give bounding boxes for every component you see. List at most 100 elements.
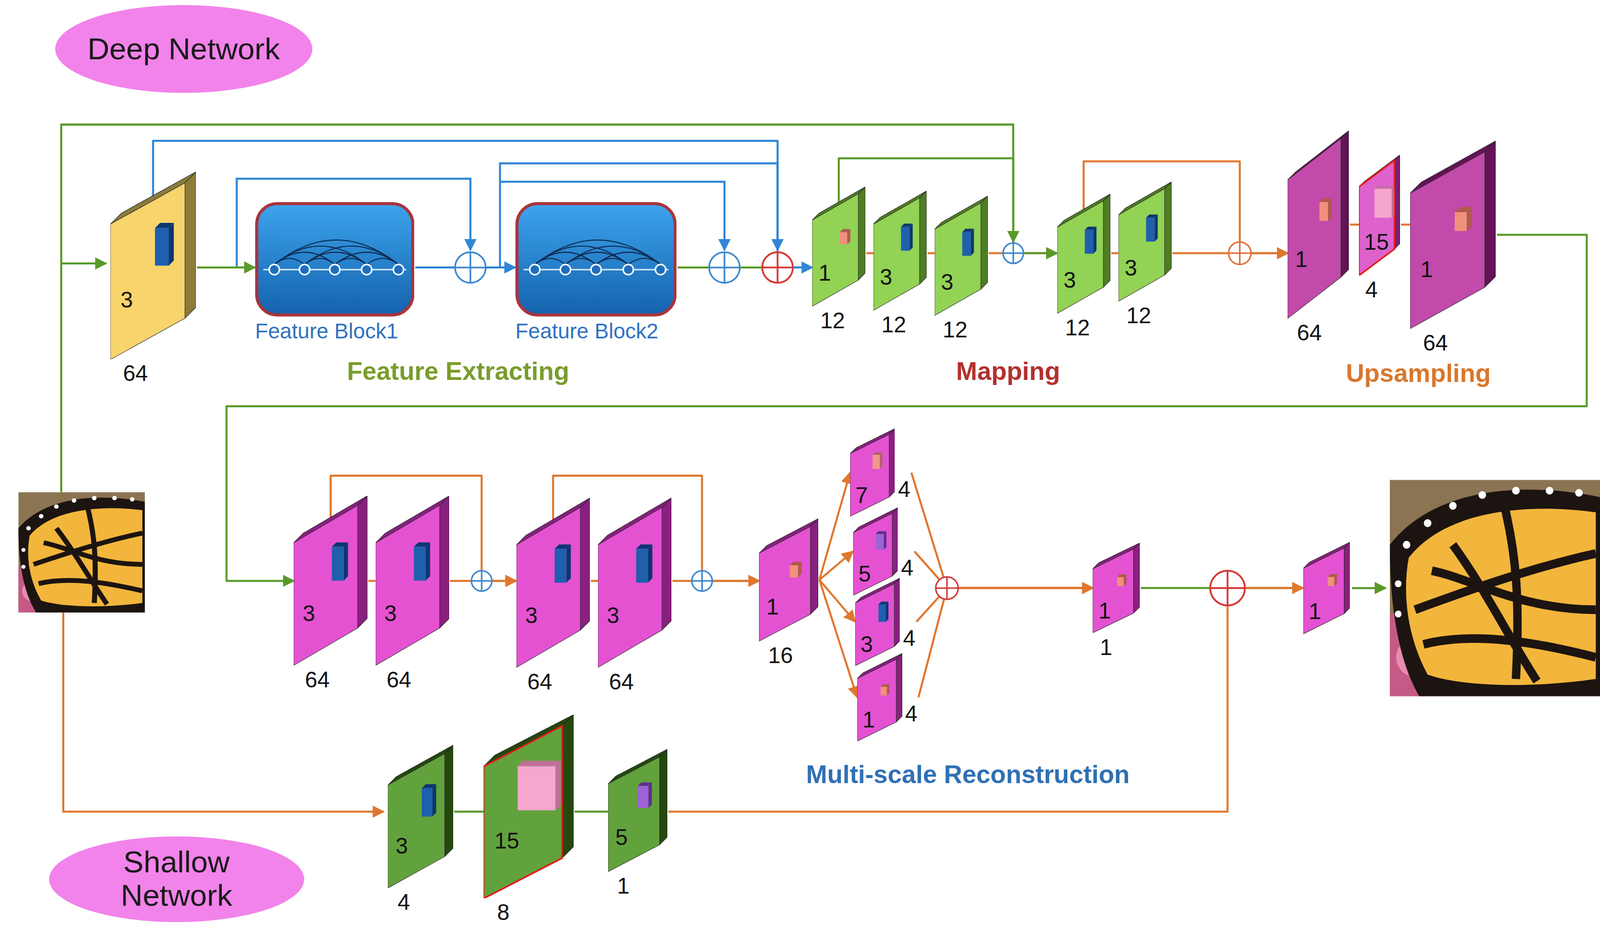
conv-layer	[293, 495, 368, 666]
conv-layer-node: 312	[873, 190, 928, 338]
conv-layer-node: 364	[597, 497, 673, 695]
connector-arrow	[574, 810, 609, 813]
kernel-side	[879, 452, 883, 469]
kernel-side	[1391, 186, 1395, 218]
kernel-side	[648, 782, 653, 809]
conv-layer	[812, 186, 866, 307]
layer-side	[562, 714, 574, 858]
connector-arrow	[1349, 223, 1359, 226]
layer-front	[1410, 151, 1485, 329]
sum-symbol	[1210, 570, 1246, 606]
kernel-side	[1154, 214, 1158, 242]
conv-layer-node: 164	[1287, 130, 1350, 346]
connector-arrow	[590, 579, 598, 582]
layer-front	[1358, 160, 1395, 276]
layer-side	[858, 186, 866, 280]
channel-count: 64	[304, 667, 330, 692]
layer-side	[894, 577, 901, 647]
conv-layer	[1287, 130, 1349, 319]
conv-layer	[934, 195, 988, 316]
channel-count: 4	[903, 625, 916, 651]
conv-layer	[758, 518, 819, 642]
output-image	[1389, 479, 1600, 696]
connector-arrow	[454, 810, 485, 813]
channel-count: 64	[123, 361, 148, 386]
block-unit	[268, 264, 279, 275]
block-unit	[361, 264, 372, 275]
channel-count: 4	[397, 889, 410, 914]
layer-front	[812, 193, 859, 306]
connector-arrow	[368, 579, 376, 582]
channel-count: 64	[1423, 330, 1449, 355]
layer-front	[934, 203, 981, 316]
feature-block: Feature Block1	[255, 202, 416, 344]
layer-front	[110, 182, 185, 360]
sum-symbol	[1003, 243, 1024, 264]
section-label: Multi-scale Reconstruction	[806, 760, 1130, 790]
kernel-size: 1	[1420, 257, 1433, 282]
block-unit	[299, 264, 310, 275]
conv-layer-node: 312	[1118, 181, 1173, 329]
kernel-size: 7	[855, 483, 868, 508]
kernel-side	[970, 228, 974, 256]
kernel-top	[1374, 186, 1395, 189]
channel-count: 4	[901, 555, 914, 580]
dense-arc	[334, 252, 399, 265]
conv-layer	[387, 744, 454, 888]
kernel-size: 15	[494, 828, 520, 853]
layer-side	[357, 495, 368, 628]
kernel-front	[875, 533, 884, 550]
channel-count: 4	[905, 701, 918, 726]
network-title: Deep Network	[87, 32, 280, 66]
conv-layer-node: 364	[516, 497, 591, 695]
ellipse-text-area: Deep Network	[54, 4, 314, 94]
kernel-front	[1374, 188, 1392, 218]
kernel-side	[798, 561, 803, 578]
kernel-side	[1124, 574, 1128, 586]
kernel-size: 3	[384, 601, 397, 626]
layer-side	[184, 171, 196, 318]
kernel-top	[517, 760, 562, 767]
kernel-front	[1084, 229, 1094, 254]
conv-layer	[1410, 140, 1496, 329]
kernel-size: 3	[302, 601, 315, 626]
layer-side	[1341, 130, 1350, 277]
layer-front	[1118, 188, 1165, 301]
dense-arc	[628, 258, 661, 265]
layer-side	[980, 195, 988, 290]
connector-arrow	[819, 579, 856, 622]
block-unit	[529, 264, 540, 275]
layer-front	[873, 197, 920, 310]
block-name: Feature Block2	[515, 319, 659, 343]
kernel-front	[635, 548, 648, 583]
conv-layer-node: 116	[758, 518, 820, 669]
kernel-side	[886, 683, 890, 696]
block-unit	[590, 264, 602, 275]
connector-arrow	[911, 472, 1093, 588]
kernel-front	[554, 548, 567, 583]
layer-front	[850, 434, 890, 517]
sum-symbol	[762, 252, 793, 283]
channel-count: 12	[942, 317, 968, 342]
kernel-front	[413, 546, 426, 581]
layer-front	[375, 505, 440, 666]
feature-block: Feature Block2	[515, 202, 678, 344]
channel-count: 64	[527, 669, 552, 694]
block-unit	[623, 264, 634, 275]
dense-arc	[534, 240, 661, 265]
kernel-front	[1327, 576, 1335, 586]
sum-symbol	[1228, 242, 1251, 265]
kernel-side	[847, 228, 851, 245]
layer-side	[444, 744, 454, 857]
kernel-size: 15	[1364, 229, 1389, 255]
section-label: Upsampling	[1345, 358, 1491, 389]
kernel-size: 3	[1063, 267, 1076, 293]
conv-layer-node: 364	[110, 171, 197, 387]
dense-arc	[565, 246, 661, 265]
input-wire	[61, 263, 107, 492]
sum-symbol	[471, 570, 492, 591]
section-label: Mapping	[955, 356, 1061, 387]
